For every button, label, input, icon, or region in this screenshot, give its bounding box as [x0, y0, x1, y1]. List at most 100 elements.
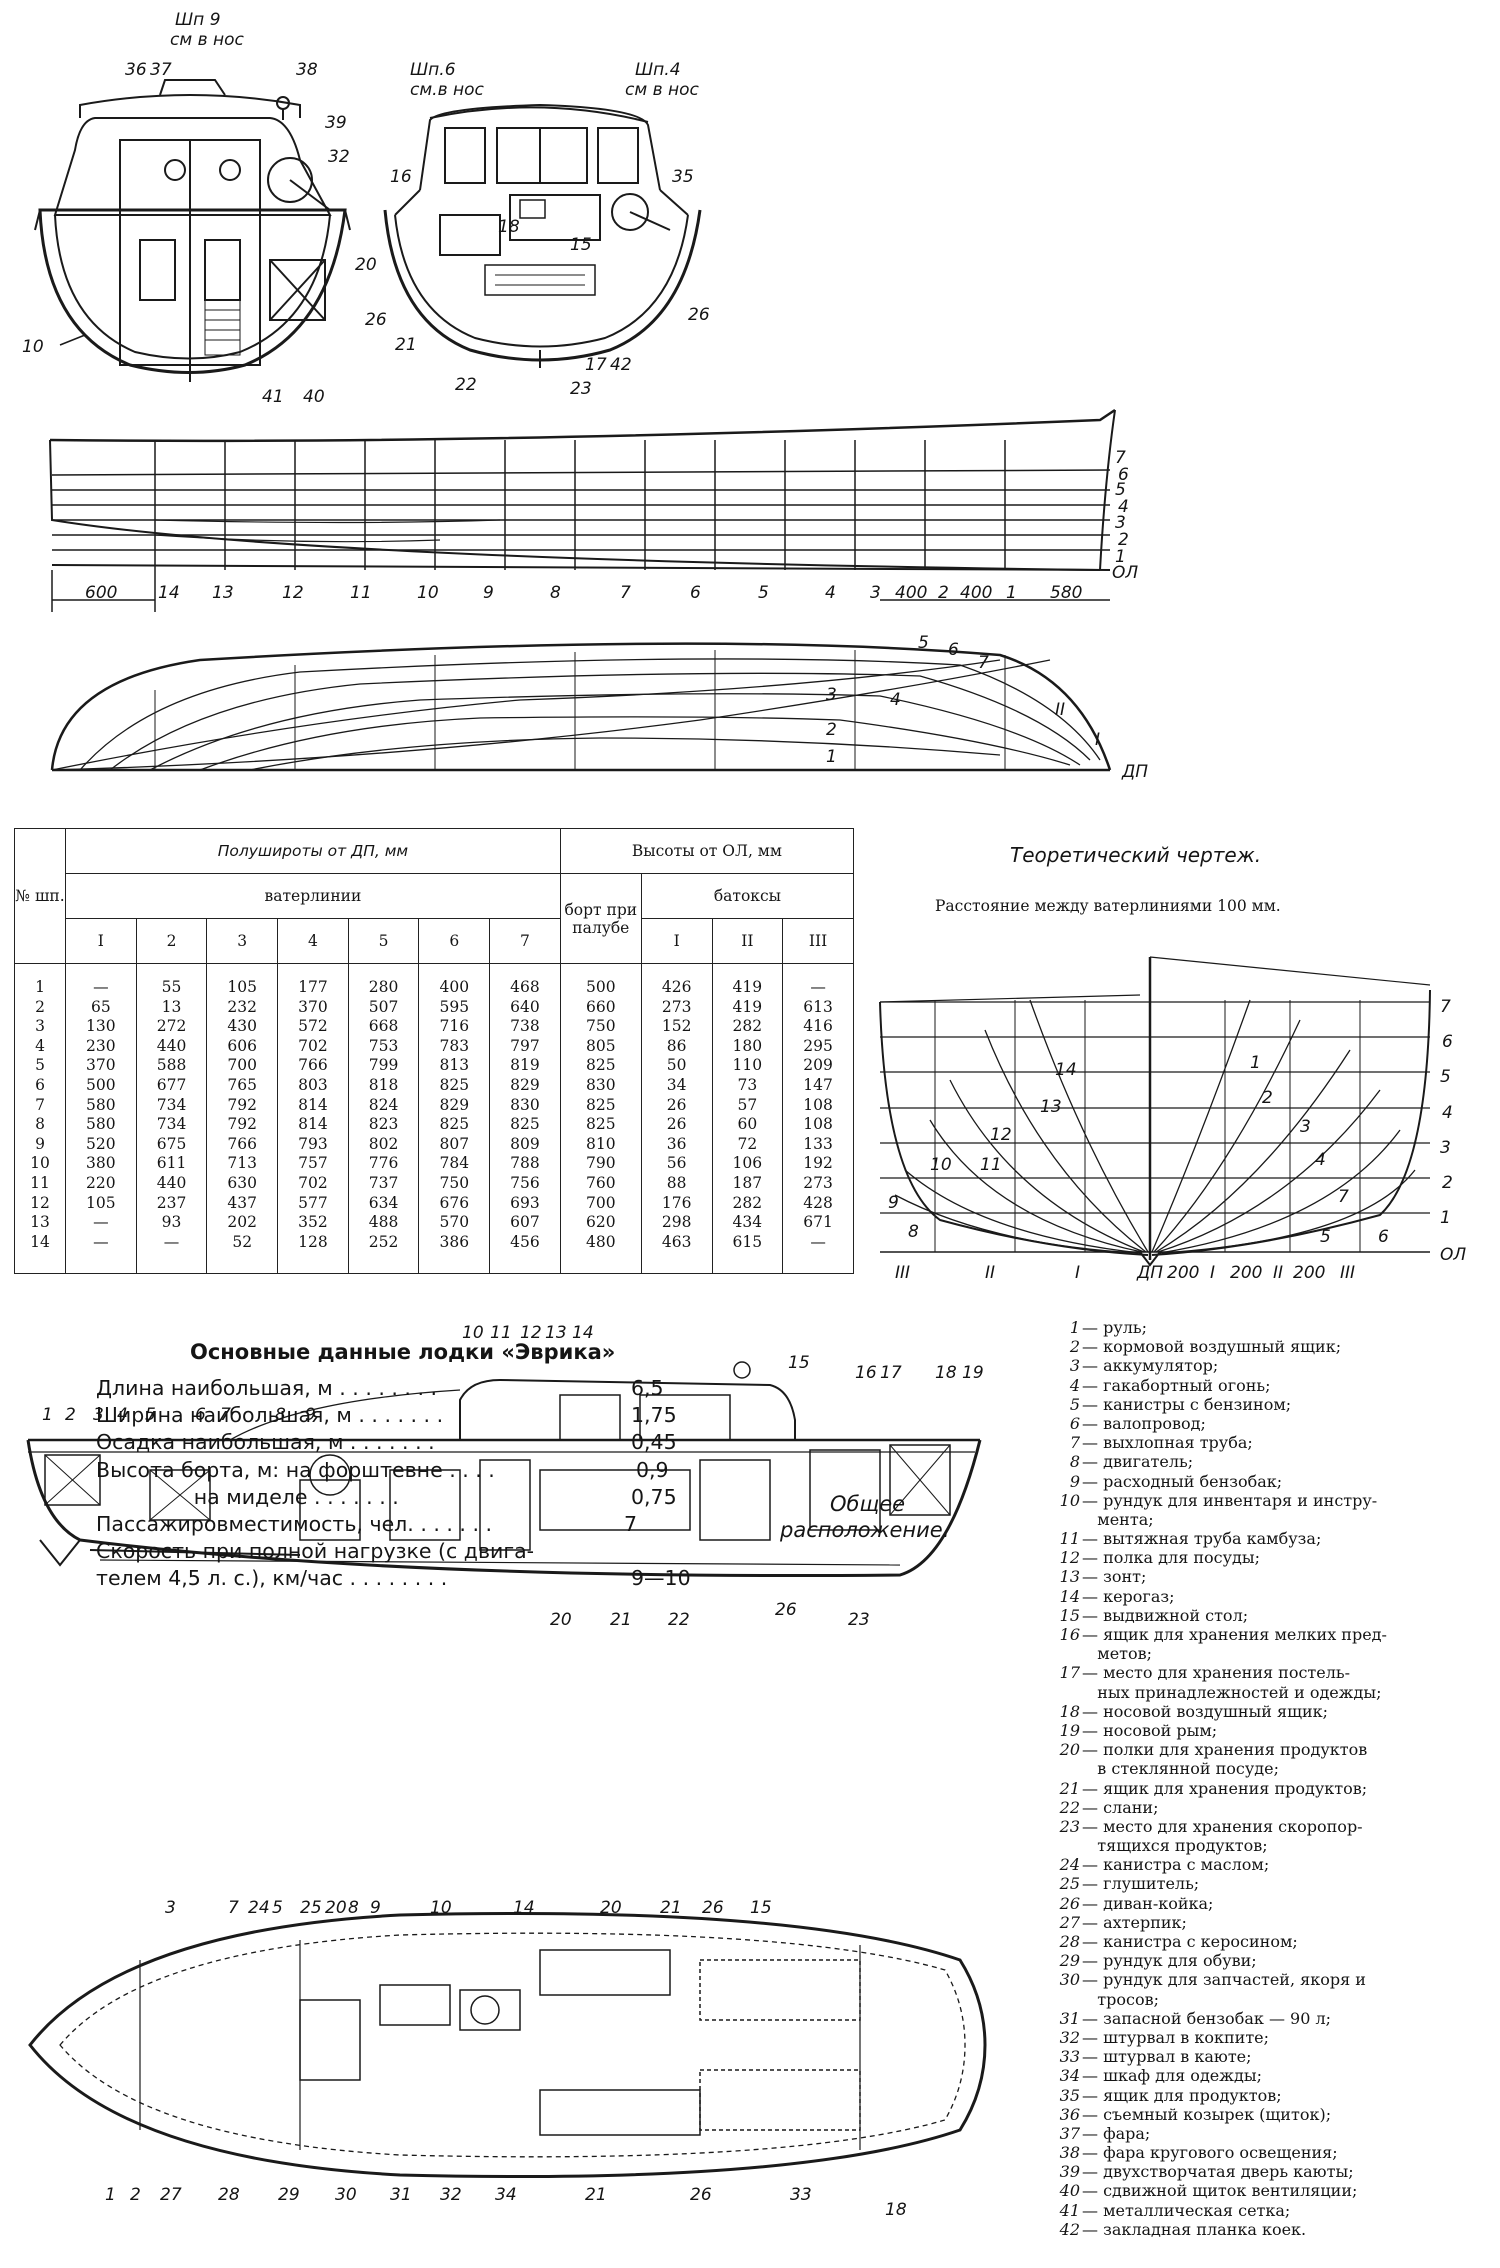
- svg-text:28: 28: [218, 2185, 240, 2205]
- legend-item: 7— выхлопная труба;: [1048, 1433, 1488, 1452]
- buttocks-header: батоксы: [713, 887, 781, 905]
- svg-text:2: 2: [65, 1405, 76, 1425]
- svg-text:39: 39: [325, 113, 347, 133]
- svg-text:10: 10: [930, 1155, 952, 1175]
- svg-text:9: 9: [483, 583, 494, 603]
- svg-text:1: 1: [42, 1405, 53, 1425]
- svg-text:Шп.4: Шп.4: [635, 60, 681, 80]
- svg-text:2: 2: [1118, 530, 1129, 550]
- legend-number: 36: [1059, 2104, 1080, 2124]
- legend-number: 27: [1059, 1912, 1080, 1932]
- svg-text:31: 31: [390, 2185, 412, 2205]
- svg-text:22: 22: [668, 1610, 690, 1630]
- svg-text:3: 3: [1115, 513, 1126, 533]
- svg-text:20: 20: [355, 255, 377, 275]
- bottom-label: 200: [1167, 1263, 1200, 1283]
- spec-row: Скорость при полной нагрузке (с двига-: [96, 1538, 716, 1565]
- stations-column: 1 2 3 4 5 6 7 8 9 10 11 12 13 14: [14, 963, 66, 1274]
- legend-item: 6— валопровод;: [1048, 1414, 1488, 1433]
- legend-item: 23— место для хранения скоропор-: [1048, 1817, 1488, 1836]
- legend-text: — аккумулятор;: [1082, 1356, 1219, 1376]
- body-plan-view: [879, 956, 1431, 1267]
- buttock1-column: 426 273 152 86 50 34 26 26 36 56 88 176 …: [640, 963, 713, 1274]
- spec-value: 0,9: [636, 1457, 669, 1482]
- specs-title: Основные данные лодки «Эврика»: [190, 1340, 616, 1364]
- legend-number: 41: [1059, 2200, 1080, 2220]
- body-plan-title: Теоретический чертеж.: [1010, 843, 1262, 867]
- legend-text: — ящик для хранения мелких пред-: [1082, 1625, 1387, 1644]
- svg-text:7: 7: [978, 653, 989, 673]
- legend-text: — место для хранения скоропор-: [1082, 1816, 1363, 1836]
- legend-number: 16: [1059, 1625, 1080, 1644]
- legend-item: 26— диван-койка;: [1048, 1894, 1488, 1913]
- spec-value: 0,75: [631, 1484, 677, 1509]
- bottom-label: I: [1075, 1263, 1081, 1283]
- spec-row: на миделе . . . . . . .0,75: [96, 1484, 716, 1511]
- legend-item: 35— ящик для продуктов;: [1048, 2086, 1488, 2105]
- legend-number: 18: [1059, 1701, 1080, 1721]
- deck-header-cell: борт при палубе: [559, 873, 642, 964]
- spec-label: Ширина наибольшая, м . . . . . . .: [96, 1403, 444, 1428]
- legend-text: — вытяжная труба камбуза;: [1082, 1529, 1322, 1549]
- legend-item: ных принадлежностей и одежды;: [1048, 1683, 1488, 1702]
- svg-text:21: 21: [395, 335, 417, 355]
- arrangement-plan-labels: 3 7 24 5 25 20 8 9 10 14 20 21 26 15 1 2…: [105, 1898, 907, 2220]
- legend-text: — двигатель;: [1082, 1452, 1194, 1472]
- svg-text:4: 4: [890, 690, 901, 710]
- svg-text:11: 11: [350, 583, 372, 603]
- legend-item: 40— сдвижной щиток вентиляции;: [1048, 2181, 1488, 2200]
- body-plan-labels: 14 13 12 11 10 9 8 1 2 3 4 7 5 6 7 6 5 4…: [888, 997, 1466, 1265]
- legend-item: 10— рундук для инвентаря и инстру-: [1048, 1491, 1488, 1510]
- svg-text:38: 38: [296, 60, 318, 80]
- svg-text:26: 26: [688, 305, 710, 325]
- col-head: 6: [418, 918, 491, 964]
- legend-item: 5— канистры с бензином;: [1048, 1395, 1488, 1414]
- legend-number: 37: [1059, 2123, 1080, 2143]
- specs-list: Длина наибольшая, м . . . . . . . .6,5 Ш…: [96, 1375, 716, 1593]
- legend-text: — валопровод;: [1082, 1413, 1206, 1433]
- legend-number: 30: [1059, 1970, 1080, 1990]
- legend-number: 19: [1059, 1720, 1080, 1740]
- legend-item: 29— рундук для обуви;: [1048, 1951, 1488, 1970]
- deck-header: борт при палубе: [564, 900, 638, 937]
- legend-text: ных принадлежностей и одежды;: [1082, 1682, 1382, 1702]
- svg-text:8: 8: [275, 1405, 286, 1425]
- svg-text:I: I: [1095, 730, 1100, 750]
- svg-text:25: 25: [300, 1898, 322, 1918]
- legend-text: — выхлопная труба;: [1082, 1433, 1253, 1453]
- legend-number: 25: [1059, 1874, 1080, 1894]
- wl7-column: 468 640 738 797 819 829 830 825 809 788 …: [489, 963, 561, 1274]
- deck-col-a: 500 660 750 805 825 830 825 825 810 790 …: [559, 963, 642, 1274]
- spec-label: Пассажировместимость, чел. . . . . . .: [96, 1511, 492, 1536]
- svg-text:4: 4: [1315, 1150, 1326, 1170]
- svg-text:5: 5: [1115, 480, 1126, 500]
- legend-text: — расходный бензобак;: [1082, 1471, 1283, 1491]
- svg-text:21: 21: [660, 1898, 682, 1918]
- legend-item: 19— носовой рым;: [1048, 1721, 1488, 1740]
- bottom-label: II: [1273, 1263, 1284, 1283]
- svg-text:6: 6: [1442, 1032, 1453, 1052]
- legend-text: — полка для посуды;: [1082, 1548, 1261, 1568]
- svg-text:13: 13: [545, 1323, 567, 1343]
- legend-number: 4: [1069, 1375, 1080, 1395]
- svg-text:17: 17: [880, 1363, 902, 1383]
- spec-label: телем 4,5 л. с.), км/час . . . . . . . .: [96, 1566, 448, 1591]
- legend-item: 36— съемный козырек (щиток);: [1048, 2105, 1488, 2124]
- svg-text:16: 16: [855, 1363, 877, 1383]
- legend-text: — сдвижной щиток вентиляции;: [1082, 2181, 1358, 2201]
- svg-text:4: 4: [1442, 1103, 1453, 1123]
- col-head: 4: [277, 918, 349, 964]
- legend-number: 40: [1059, 2181, 1080, 2201]
- column-heads-row: I 2 3 4 5 6 7 I II III: [15, 918, 854, 964]
- col-head: I: [65, 918, 137, 964]
- svg-text:см в нос: см в нос: [170, 30, 245, 50]
- svg-text:3: 3: [165, 1898, 176, 1918]
- svg-text:7: 7: [1338, 1187, 1349, 1207]
- arrangement-caption-1: Общее: [830, 1492, 906, 1516]
- svg-text:400: 400: [895, 583, 927, 603]
- spec-label: Скорость при полной нагрузке (с двига-: [96, 1539, 535, 1564]
- profile-view-labels: 600 14 13 12 11 10 9 8 7 6 5 4 3 400 2 4…: [85, 448, 1138, 603]
- legend-text: — зонт;: [1082, 1567, 1147, 1587]
- bottom-label: 200: [1230, 1263, 1263, 1283]
- legend-item: тросов;: [1048, 1990, 1488, 2009]
